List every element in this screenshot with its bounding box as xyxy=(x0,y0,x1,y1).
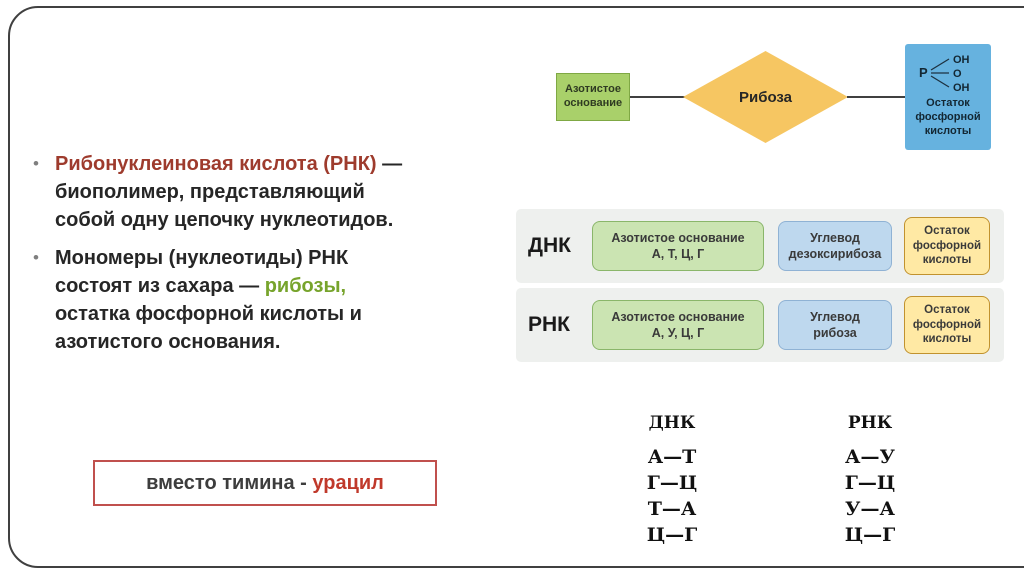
ribose-diamond: Рибоза xyxy=(683,51,848,143)
pairing-title-rna: РНК xyxy=(847,413,893,433)
ribose-label: Рибоза xyxy=(738,88,793,106)
rna-phosphate-label: Остаток фосфорной кислоты xyxy=(912,303,982,346)
dna-base-line2: А, Т, Ц, Г xyxy=(651,247,705,261)
rna-sugar-line1: Углевод xyxy=(810,309,860,324)
rna-definition-text: Рибонуклеиновая кислота (РНК) — биополим… xyxy=(55,150,411,234)
formula-p: P xyxy=(919,65,928,80)
base-pairing-diagram: ДНК А—Т Г—Ц Т—А Ц—Г РНК А—У Г—Ц У—А Ц—Г xyxy=(597,413,945,548)
rna-base-cell: Азотистое основание А, У, Ц, Г xyxy=(592,300,764,350)
monomers-pre: Мономеры (нуклеотиды) РНК состоят из сах… xyxy=(55,247,349,297)
base-pair: Ц—Г xyxy=(844,524,896,546)
bullet-item-rna-definition: • Рибонуклеиновая кислота (РНК) — биопол… xyxy=(28,150,411,234)
base-pair: У—А xyxy=(845,498,895,520)
uracil-note-box: вместо тимина - урацил xyxy=(93,460,437,506)
dna-base-cell: Азотистое основание А, Т, Ц, Г xyxy=(592,221,764,271)
rna-term: Рибонуклеиновая кислота (РНК) xyxy=(55,153,377,175)
base-pair: Т—А xyxy=(647,498,697,520)
connector-line-right xyxy=(847,96,906,98)
bullet-icon: • xyxy=(33,154,39,173)
phosphate-label: Остаток фосфорной кислоты xyxy=(915,97,981,137)
dna-phosphate-label: Остаток фосфорной кислоты xyxy=(912,224,982,267)
pairing-title-dna: ДНК xyxy=(648,413,696,433)
pairing-column-dna: ДНК А—Т Г—Ц Т—А Ц—Г xyxy=(597,413,747,548)
base-pair: А—У xyxy=(845,446,895,468)
row-label-rna: РНК xyxy=(528,313,570,336)
base-pair: Г—Ц xyxy=(844,472,896,494)
rna-sugar-cell: Углевод рибоза xyxy=(778,300,892,350)
bullet-item-monomers: • Мономеры (нуклеотиды) РНК состоят из с… xyxy=(28,244,411,356)
ribose-term: рибозы, xyxy=(264,275,347,297)
dna-phosphate-cell: Остаток фосфорной кислоты xyxy=(904,217,990,275)
rna-base-line1: Азотистое основание xyxy=(611,309,745,324)
comparison-row-rna: РНК Азотистое основание А, У, Ц, Г Углев… xyxy=(516,288,1004,362)
nitrogen-base-box: Азотистое основание xyxy=(556,73,630,121)
dna-base-line1: Азотистое основание xyxy=(611,230,745,245)
dna-sugar-cell: Углевод дезоксирибоза xyxy=(778,221,892,271)
rna-base-line2: А, У, Ц, Г xyxy=(651,326,705,340)
bullet-list: • Рибонуклеиновая кислота (РНК) — биопол… xyxy=(28,150,411,366)
rna-phosphate-cell: Остаток фосфорной кислоты xyxy=(904,296,990,354)
note-text: вместо тимина - xyxy=(146,471,313,494)
monomers-text: Мономеры (нуклеотиды) РНК состоят из сах… xyxy=(55,244,367,356)
monomers-post: остатка фосфорной кислоты и азотистого о… xyxy=(55,303,362,353)
phosphate-formula-icon: P OH O OH xyxy=(919,54,970,94)
connector-line-left xyxy=(630,96,685,98)
dna-sugar-line1: Углевод xyxy=(810,230,860,245)
comparison-row-dna: ДНК Азотистое основание А, Т, Ц, Г Углев… xyxy=(516,209,1004,283)
formula-o: O xyxy=(953,68,962,80)
phosphate-box: P OH O OH Остаток фосфорной кислоты xyxy=(905,44,991,150)
base-pair: А—Т xyxy=(647,446,697,468)
pairing-column-rna: РНК А—У Г—Ц У—А Ц—Г xyxy=(795,413,945,548)
row-label-dna: ДНК xyxy=(528,234,571,257)
dna-sugar-line2: дезоксирибоза xyxy=(788,247,882,261)
formula-oh-bottom: OH xyxy=(953,82,970,94)
uracil-term: урацил xyxy=(312,471,384,494)
rna-sugar-line2: рибоза xyxy=(813,326,857,340)
formula-oh-top: OH xyxy=(953,54,970,66)
base-pair: Г—Ц xyxy=(646,472,698,494)
bullet-icon: • xyxy=(33,248,39,267)
base-pair: Ц—Г xyxy=(646,524,698,546)
rna-definition-rest: — биополимер, представляющий собой одну … xyxy=(55,153,403,231)
